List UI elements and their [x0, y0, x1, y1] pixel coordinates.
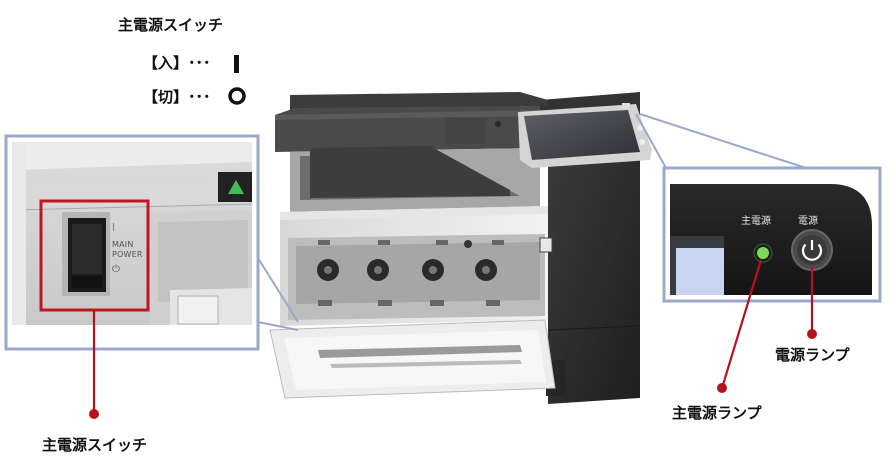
- legend-symbols: [228, 55, 246, 105]
- switch-text-power: POWER: [112, 250, 143, 259]
- toner-area: [288, 234, 553, 320]
- callout-dot-power-lamp: [807, 329, 817, 339]
- lamp-inset: [635, 113, 882, 303]
- switch-text-main: MAIN: [112, 240, 134, 249]
- touchscreen: [524, 110, 640, 160]
- callout-power-lamp: 電源ランプ: [775, 346, 850, 364]
- legend-on: 【入】･･･: [143, 52, 211, 73]
- switch-inset: [4, 134, 299, 351]
- callout-lines: [89, 259, 817, 419]
- printer-front-door: [269, 319, 556, 399]
- printer-top-lid: [275, 92, 548, 152]
- switch-on-mark: |: [112, 222, 115, 231]
- callout-dot-main-switch: [89, 409, 99, 419]
- printer-output-tray: [290, 146, 540, 212]
- legend-title: 主電源スイッチ: [118, 16, 224, 34]
- legend-off: 【切】･･･: [143, 86, 211, 107]
- main-power-lamp-icon: [757, 247, 769, 259]
- callout-main-power-switch: 主電源スイッチ: [42, 436, 148, 454]
- legend-off-label: 【切】･･･: [143, 88, 211, 106]
- power-symbol-icon: [801, 243, 823, 261]
- panel-main-power-text: 主電源: [741, 216, 771, 227]
- off-symbol-circle-icon: [228, 87, 246, 105]
- switch-standby-icon: ⏻: [112, 264, 121, 275]
- control-panel: [518, 103, 652, 168]
- callout-main-power-lamp: 主電源ランプ: [672, 404, 762, 422]
- green-arrow-icon: [228, 180, 244, 194]
- panel-power-text: 電源: [798, 216, 818, 227]
- legend-on-label: 【入】･･･: [143, 54, 211, 72]
- on-symbol-bar-icon: [234, 55, 239, 73]
- callout-dot-main-lamp: [717, 383, 727, 393]
